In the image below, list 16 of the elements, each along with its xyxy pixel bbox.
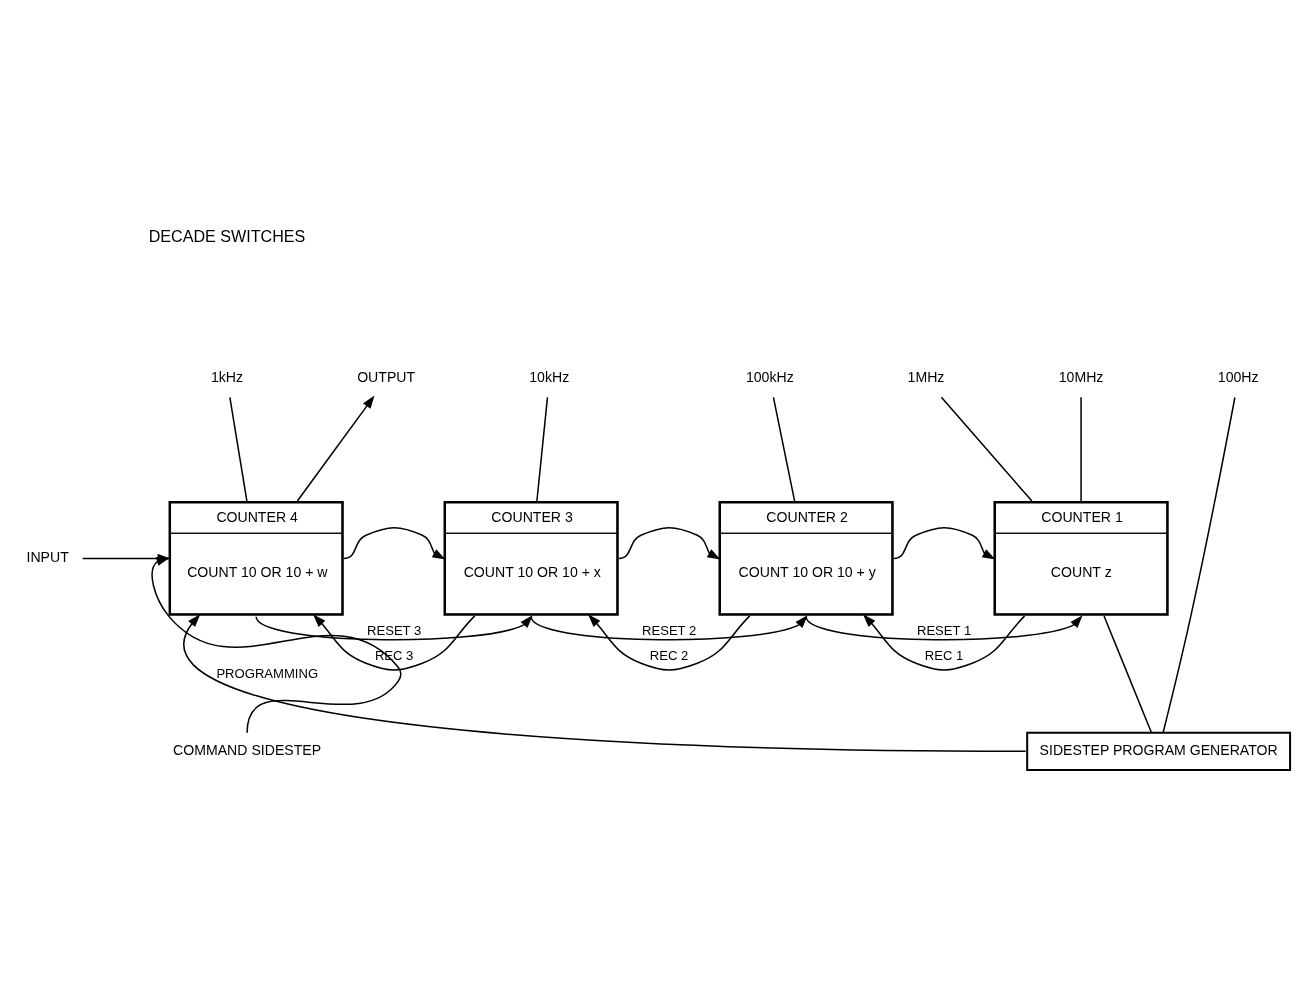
edge-label: RESET 1 — [916, 622, 972, 638]
edge-label: RESET 2 — [641, 622, 697, 638]
node-text: OUTPUT — [357, 368, 416, 385]
node-text: 1MHz — [907, 368, 945, 385]
edge-label: REC 2 — [649, 647, 689, 663]
label: DECADE SWITCHES — [148, 226, 306, 245]
node-text: 100kHz — [745, 368, 794, 385]
edge-label: RESET 3 — [367, 622, 422, 638]
node-text: COMMAND SIDESTEP — [173, 741, 322, 758]
node-text: 1kHz — [210, 368, 244, 385]
edge-label: REC 1 — [924, 647, 964, 663]
node-text: INPUT — [26, 548, 69, 565]
edge-label: PROGRAMMING — [216, 665, 319, 681]
node-text: 100Hz — [1217, 368, 1259, 385]
node-text: 10kHz — [529, 368, 570, 385]
node-text: 10MHz — [1058, 368, 1104, 385]
